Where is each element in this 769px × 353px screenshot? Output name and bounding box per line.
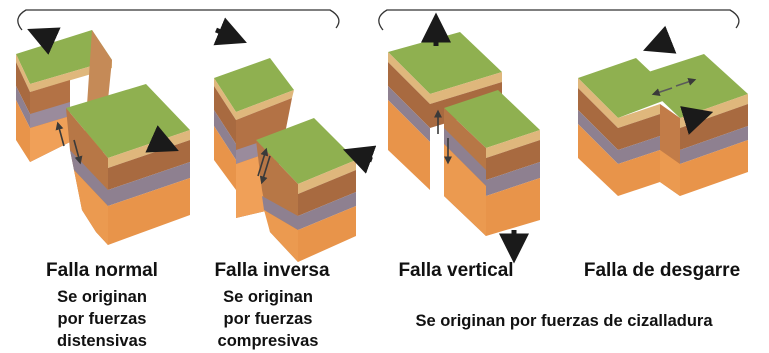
block-normal-fault xyxy=(16,27,190,245)
title-reverse-fault: Falla inversa xyxy=(214,260,330,281)
title-strike-slip-fault: Falla de desgarre xyxy=(583,260,741,281)
desc-line: por fuerzas xyxy=(57,310,147,328)
desc-line: por fuerzas xyxy=(223,310,313,328)
title-normal-fault: Falla normal xyxy=(46,260,158,281)
desc-line: distensivas xyxy=(57,332,147,350)
desc-line: Se originan xyxy=(223,288,313,306)
shared-caption: Se originan por fuerzas de cizalladura xyxy=(415,312,713,330)
block-reverse-fault xyxy=(213,17,377,262)
desc-normal-fault: Se originan por fuerzas distensivas xyxy=(57,286,147,352)
block-vertical-fault xyxy=(388,12,540,264)
bracket-left xyxy=(17,9,340,31)
bracket-right xyxy=(378,9,740,31)
desc-line: compresivas xyxy=(217,332,319,350)
block-strike-slip-fault xyxy=(578,25,748,196)
desc-reverse-fault: Se originan por fuerzas compresivas xyxy=(218,286,319,352)
title-vertical-fault: Falla vertical xyxy=(398,260,514,281)
desc-line: Se originan xyxy=(57,288,147,306)
